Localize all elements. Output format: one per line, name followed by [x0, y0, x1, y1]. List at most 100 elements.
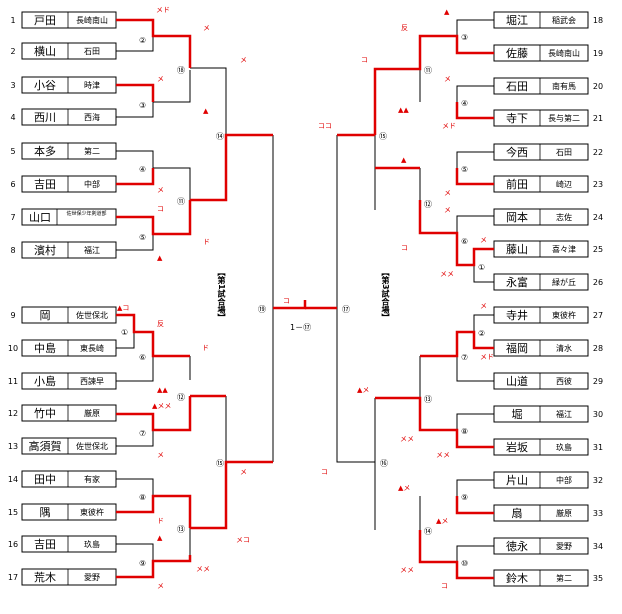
seed-number: 19	[593, 49, 603, 58]
player-name: 横山	[34, 44, 56, 58]
score-mark: メ	[240, 468, 247, 476]
seed-number: 34	[593, 542, 603, 551]
player-name: 岩坂	[506, 440, 528, 454]
score-mark: ▲メ	[398, 484, 410, 492]
player-team: 玖島	[556, 442, 572, 452]
seed-number: 27	[593, 311, 603, 320]
player-name: 小谷	[34, 79, 56, 92]
match-number: ②	[478, 329, 485, 338]
bracket-entry: 今西 石田 22	[493, 143, 603, 161]
player-name: 今西	[506, 145, 528, 159]
score-mark: メ	[480, 236, 487, 244]
player-team: 中部	[556, 475, 572, 485]
score-mark: ▲メメ	[152, 402, 171, 410]
seed-number: 17	[8, 573, 18, 582]
score-mark: ド	[203, 238, 210, 246]
match-number: ⑤	[461, 165, 468, 174]
player-name: 本多	[34, 144, 56, 158]
player-team: 愛野	[84, 572, 100, 582]
bracket-entry: 岩坂 玖島 31	[493, 438, 603, 456]
match-number: ⑬	[177, 525, 185, 534]
score-mark: ド	[157, 517, 164, 525]
score-mark: コ	[401, 244, 408, 252]
bracket-entry: 堀 福江 30	[493, 405, 603, 423]
player-team: 佐世保北	[76, 310, 108, 320]
player-team: 西諫早	[80, 376, 104, 386]
player-name: 中島	[34, 341, 56, 355]
match-number: ①	[121, 328, 128, 337]
player-team: 西彼	[556, 376, 572, 386]
bracket-entry: 14 田中 有家	[8, 470, 117, 488]
player-name: 岡	[40, 309, 51, 322]
score-mark: ▲コ	[117, 304, 129, 312]
seed-number: 20	[593, 82, 603, 91]
seed-number: 8	[10, 246, 15, 255]
bracket-entry: 3 小谷 時津	[10, 76, 117, 94]
score-mark: メメ	[400, 566, 414, 574]
seed-number: 10	[8, 344, 18, 353]
match-number: ⑮	[379, 132, 387, 141]
bracket-entry: 16 吉田 玖島	[8, 535, 117, 553]
match-number: ①	[478, 263, 485, 272]
seed-number: 16	[8, 540, 18, 549]
bracket-entry: 4 西川 西海	[10, 108, 117, 126]
player-team: 緑が丘	[552, 277, 576, 287]
player-name: 山口	[29, 211, 51, 224]
match-number: ⑥	[461, 237, 468, 246]
player-name: 石田	[506, 80, 528, 93]
player-team: 石田	[84, 47, 100, 56]
player-team: 長与第二	[548, 113, 580, 123]
score-mark: メド	[480, 353, 494, 361]
seed-number: 35	[593, 574, 603, 583]
score-mark: メメ	[400, 435, 414, 443]
player-team: 時津	[84, 80, 100, 90]
match-number: ⑧	[461, 427, 468, 436]
seed-number: 12	[8, 409, 18, 418]
score-mark: 反	[157, 319, 164, 328]
score-mark: メ	[240, 56, 247, 64]
player-name: 小島	[34, 374, 56, 388]
seed-number: 18	[593, 16, 603, 25]
score-mark: コ	[157, 205, 164, 213]
seed-number: 26	[593, 278, 603, 287]
bracket-entry: 9 岡 佐世保北	[10, 306, 117, 324]
score-mark: メ	[203, 24, 210, 32]
player-team: 稲武会	[552, 15, 576, 25]
right-entry-list: 堀江 稲武会 18 佐藤 長崎南山 19 石田 南有馬 20 寺下 長与第二 2…	[493, 11, 603, 587]
player-box	[493, 208, 589, 226]
match-number: ⑯	[380, 459, 388, 468]
player-name: 寺井	[506, 308, 528, 322]
player-team: 福江	[84, 246, 100, 255]
seed-number: 5	[10, 147, 15, 156]
score-mark: ▲▲	[157, 386, 168, 394]
player-team: 玖島	[84, 539, 100, 549]
score-mark: コ	[321, 468, 328, 476]
score-mark: メ	[480, 302, 487, 310]
player-name: 田中	[34, 473, 56, 486]
score-mark: ▲メ	[436, 517, 448, 525]
bracket-lines-red	[116, 18, 494, 580]
match-number: ⑮	[216, 459, 224, 468]
player-team: 佐世保北	[76, 441, 108, 451]
match-number: ⑫	[177, 393, 185, 402]
seed-number: 29	[593, 377, 603, 386]
player-team: 長崎南山	[76, 15, 108, 25]
match-number: ⑧	[139, 493, 146, 502]
match-number: ⑱	[177, 66, 185, 75]
seed-number: 13	[8, 442, 18, 451]
player-team: 長崎南山	[548, 48, 580, 58]
player-name: 前田	[506, 177, 528, 191]
player-team: 志佐	[556, 212, 572, 222]
score-mark: メド	[442, 122, 456, 130]
player-name: 寺下	[506, 112, 528, 125]
seed-number: 9	[10, 311, 15, 320]
match-number: ⑪	[177, 197, 185, 206]
match-number: ⑪	[424, 66, 432, 75]
score-mark: 反	[401, 23, 408, 32]
match-number: ⑦	[461, 353, 468, 362]
match-number: ④	[461, 99, 468, 108]
seed-number: 2	[10, 47, 15, 56]
bracket-entry: 6 吉田 中部	[10, 175, 117, 193]
seed-number: 15	[8, 508, 18, 517]
seed-number: 14	[8, 475, 18, 484]
